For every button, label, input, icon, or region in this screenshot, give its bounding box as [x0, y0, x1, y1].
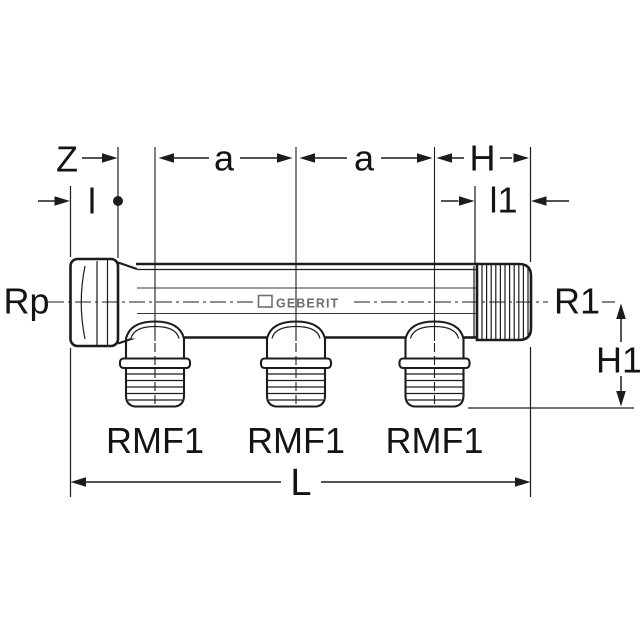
dim-label-z: Z	[56, 139, 78, 180]
outlet-centerlines-upper	[154, 147, 436, 341]
dim-a1-arrowhead-left	[158, 153, 174, 163]
dim-label-l1: l1	[489, 180, 517, 221]
center-lines	[48, 147, 615, 406]
dim-a1-arrowhead-right	[277, 153, 293, 163]
extension-lines	[69, 147, 532, 497]
outlet-centerlines-lower	[154, 343, 436, 406]
port-label-r1: R1	[554, 281, 600, 322]
dim-label-a1: a	[214, 138, 235, 179]
dim-label-l: l	[88, 181, 96, 222]
dim-label-h: H	[470, 138, 496, 179]
port-label-rp: Rp	[3, 281, 49, 322]
dim-h-arrowhead-left	[436, 153, 452, 163]
dim-label-h1: H1	[596, 340, 640, 381]
brand-embossing: GEBERIT	[257, 294, 339, 311]
outlet-neck	[124, 338, 186, 359]
dim-a2-arrowhead-right	[417, 153, 433, 163]
nut-cone-top	[117, 261, 138, 270]
dim-label-L: L	[290, 462, 311, 504]
outlet-label-rmf1-3: RMF1	[386, 420, 484, 461]
dim-L-arrowhead-left	[70, 477, 86, 487]
brand-text: GEBERIT	[276, 297, 339, 311]
dim-h1-arrowhead-up	[616, 303, 626, 319]
dim-L-arrowhead-right	[515, 477, 531, 487]
dim-l-dot-terminator	[113, 196, 123, 206]
dim-label-a2: a	[354, 138, 375, 179]
brand-square-logo	[257, 294, 273, 308]
outlet-neck	[404, 338, 465, 359]
outlet-label-rmf1-1: RMF1	[106, 420, 204, 461]
dim-h1-arrowhead-down	[616, 391, 626, 407]
dim-h-arrowhead-right	[513, 153, 529, 163]
outlet-1	[118, 320, 192, 408]
dimensions	[38, 153, 634, 487]
dim-a2-arrowhead-left	[299, 153, 315, 163]
outlet-neck	[265, 338, 327, 359]
barrel	[136, 262, 478, 339]
dim-z-arrowhead	[102, 153, 118, 163]
dim-l1-arrowhead-left	[459, 196, 475, 206]
outlet-label-rmf1-2: RMF1	[247, 420, 345, 461]
manifold-body	[69, 257, 533, 408]
dimension-labels: Z a a H l l1 Rp R1 H1 RMF1 RMF1 RMF1 L	[3, 138, 640, 505]
dim-l1-arrowhead-right	[531, 196, 547, 206]
dim-l-arrowhead	[54, 196, 70, 206]
